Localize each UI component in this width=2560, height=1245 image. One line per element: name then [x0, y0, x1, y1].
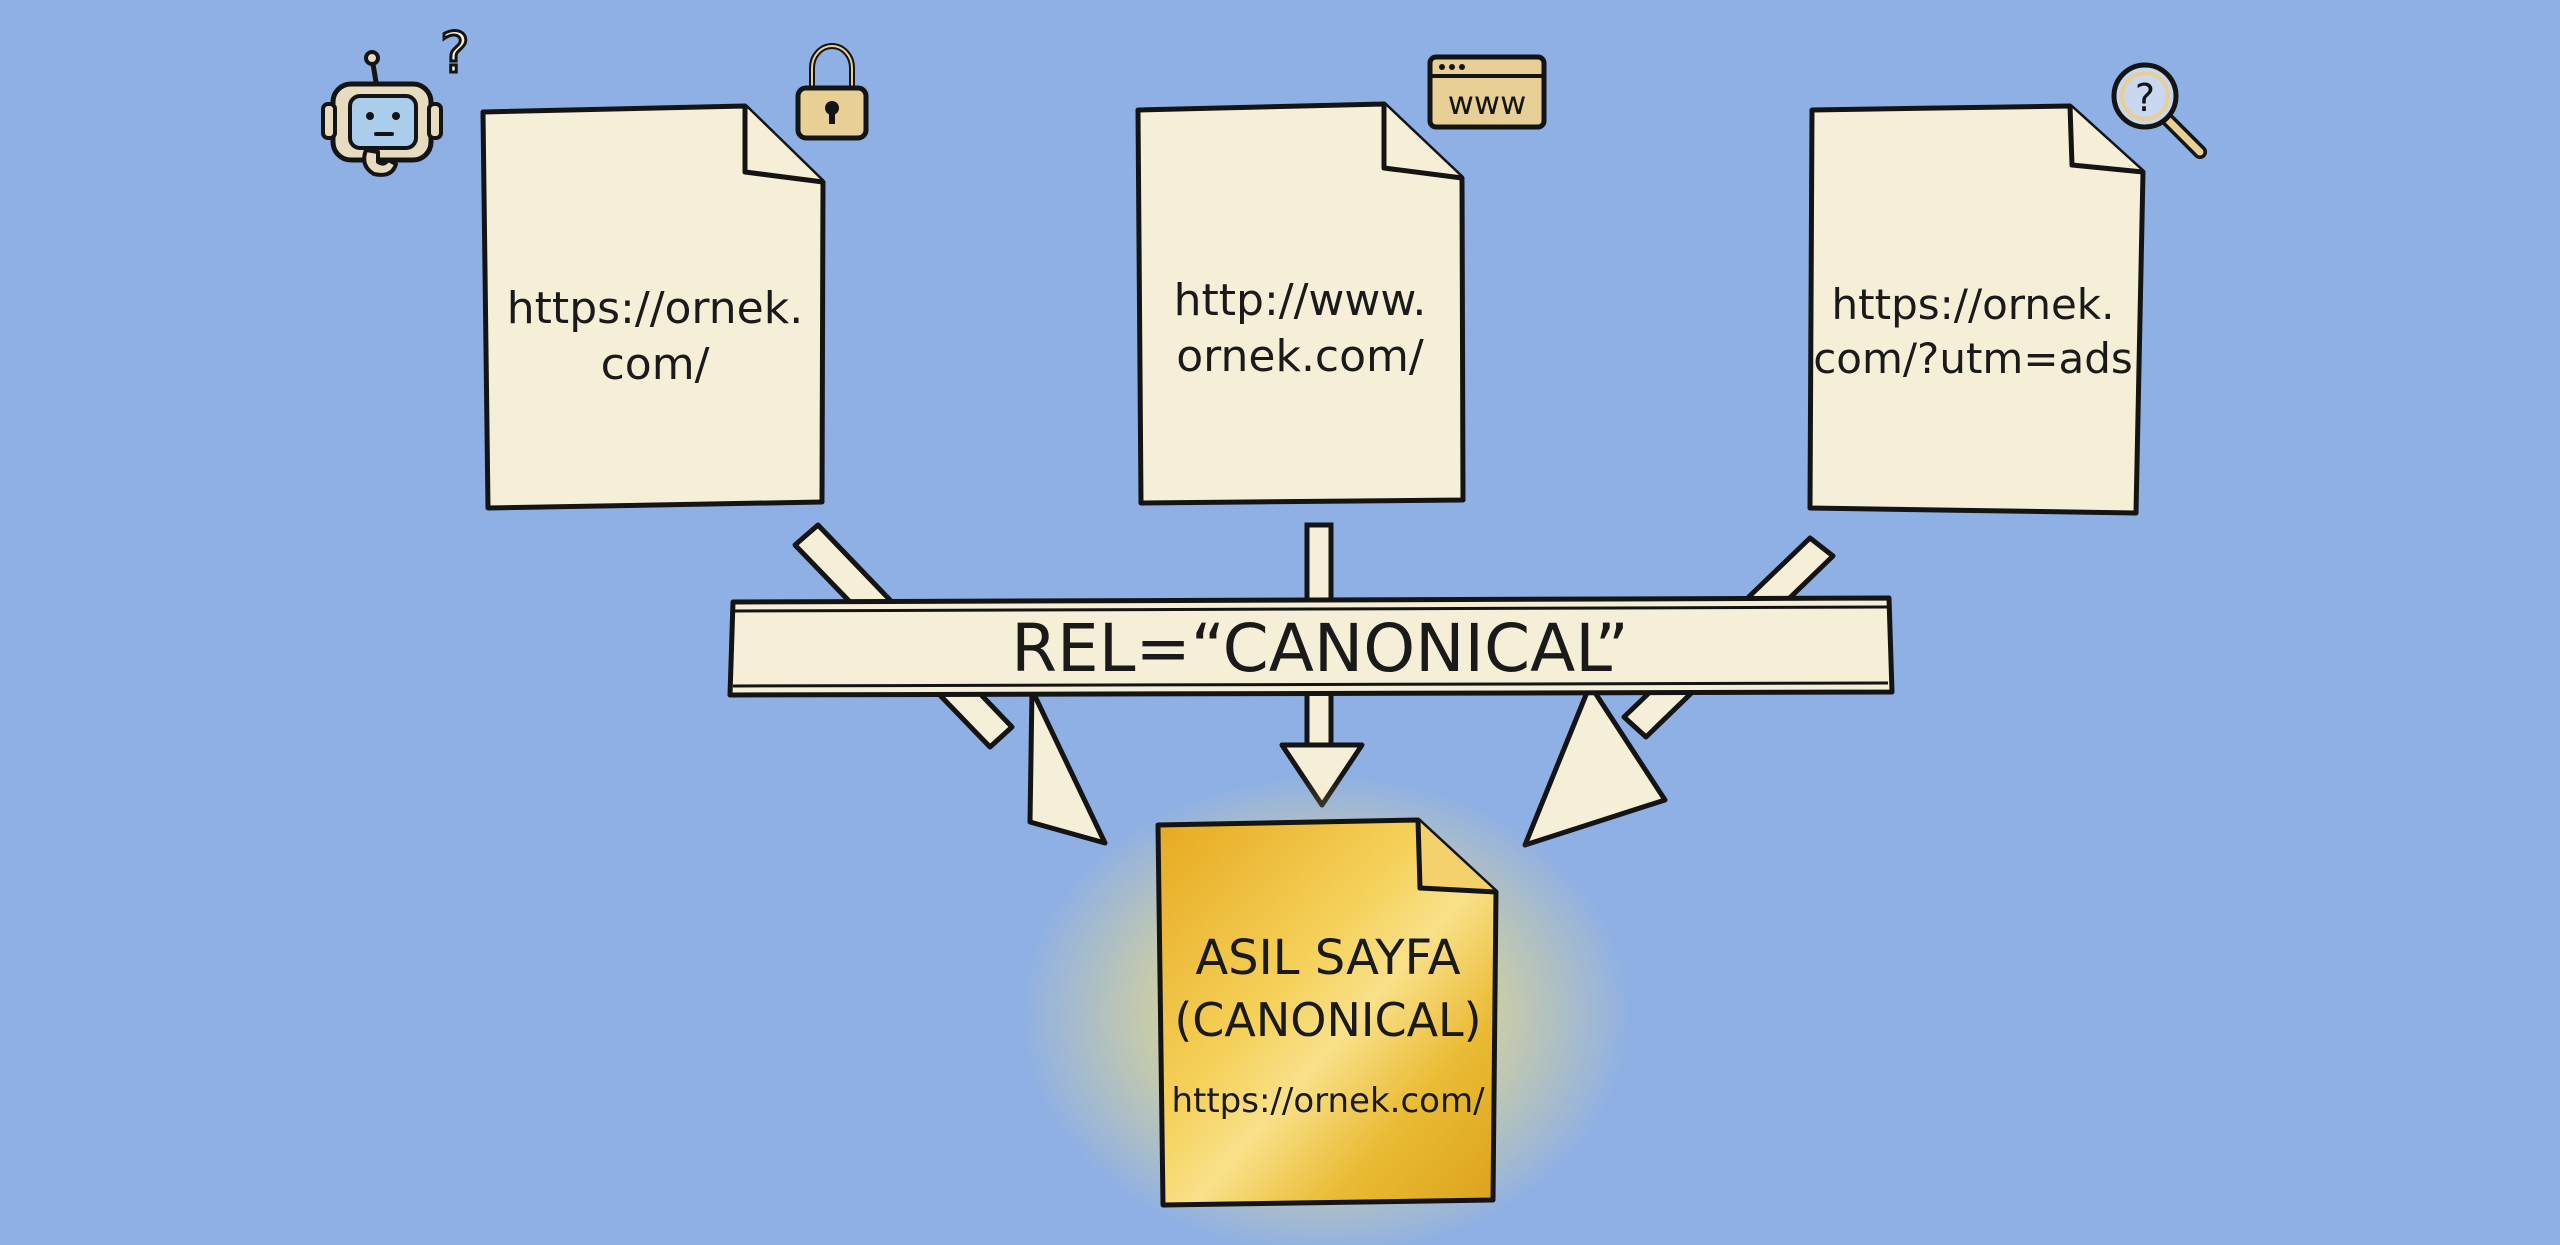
source-url-line2: com/	[601, 339, 710, 390]
canonical-title-line1: ASIL SAYFA	[1195, 930, 1460, 986]
canonical-document: ASIL SAYFA (CANONICAL) https://ornek.com…	[1155, 817, 1499, 1208]
banner-label: REL=“CANONICAL”	[1011, 610, 1629, 687]
source-document-3: https://ornek. com/?utm=ads	[1807, 103, 2146, 516]
lock-icon	[795, 43, 869, 141]
browser-www-icon: www	[1427, 54, 1547, 130]
canonical-title-line2: (CANONICAL)	[1174, 993, 1481, 1047]
browser-www-label: www	[1448, 84, 1527, 122]
source-url-line1: https://ornek.	[507, 283, 803, 334]
robot-question-mark: ?	[440, 21, 470, 86]
magnifier-question-icon: ?	[2111, 62, 2207, 159]
canonical-url: https://ornek.com/	[1171, 1081, 1485, 1121]
source-url-line1: http://www.	[1174, 275, 1427, 326]
canonical-banner: REL=“CANONICAL”	[727, 595, 1895, 698]
source-document-1: https://ornek. com/	[480, 103, 826, 511]
source-document-2: http://www. ornek.com/	[1135, 101, 1466, 506]
source-url-line1: https://ornek.	[1832, 280, 2115, 329]
arrow-center	[1279, 522, 1365, 808]
source-url-line2: ornek.com/	[1176, 331, 1424, 382]
confused-robot-icon: ?	[321, 20, 471, 177]
magnifier-question-mark: ?	[2135, 76, 2155, 120]
source-url-line2: com/?utm=ads	[1813, 334, 2133, 383]
